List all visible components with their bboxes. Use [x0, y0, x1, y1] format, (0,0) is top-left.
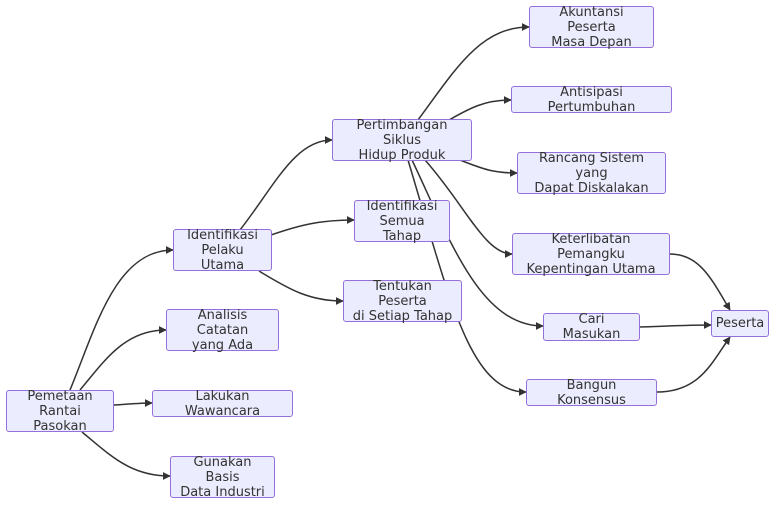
node-label-line: Rancang Sistem yang	[538, 150, 645, 181]
node-label-line: Hidup Produk	[358, 147, 446, 163]
node-gunakan-basis-data[interactable]: Gunakan Basis Data Industri	[170, 454, 275, 500]
node-label-line: Cari Masukan	[562, 312, 621, 342]
node-label-line: Analisis Catatan	[196, 307, 249, 338]
node-identifikasi-semua-tahap[interactable]: Identifikasi Semua Tahap	[354, 198, 450, 244]
node-label-line: Masa Depan	[551, 34, 632, 50]
edge-pertimbangan-akuntansi	[417, 23, 530, 121]
node-pertimbangan-siklus[interactable]: Pertimbangan Siklus Hidup Produk	[332, 117, 472, 163]
node-identifikasi-pelaku-utama[interactable]: Identifikasi Pelaku Utama	[173, 227, 272, 273]
node-label-line: Identifikasi	[187, 227, 258, 243]
node-rancang-sistem[interactable]: Rancang Sistem yang Dapat Diskalakan	[517, 150, 666, 196]
edge-keterlibatan-peserta	[669, 253, 731, 311]
node-label-line: Tentukan Peserta	[373, 278, 432, 309]
edge-pertimbangan-keterlibatan	[424, 159, 513, 258]
node-label-line: Gunakan Basis	[193, 454, 252, 485]
edge-pemetaan-lakukan-wawancara	[113, 399, 153, 408]
edge-pertimbangan-rancang	[459, 159, 518, 177]
node-label-line: Pemetaan	[27, 388, 93, 404]
node-label-line: Peserta	[715, 316, 765, 331]
node-label-line: Keterlibatan Pemangku	[551, 231, 631, 262]
node-label-line: Dapat Diskalakan	[534, 180, 649, 196]
node-label-line: Kepentingan Utama	[526, 261, 656, 277]
node-lakukan-wawancara[interactable]: Lakukan Wawancara	[152, 388, 293, 419]
node-label-line: di Setiap Tahap	[352, 308, 453, 324]
node-akuntansi-peserta[interactable]: Akuntansi Peserta Masa Depan	[529, 4, 654, 50]
node-bangun-konsensus[interactable]: Bangun Konsensus	[526, 377, 657, 408]
node-label-line: Lakukan Wawancara	[184, 388, 261, 419]
node-analisis-catatan[interactable]: Analisis Catatan yang Ada	[166, 307, 279, 353]
node-label-line: Semua Tahap	[379, 213, 425, 244]
node-label-line: Antisipasi Pertumbuhan	[547, 84, 636, 115]
node-keterlibatan-pemangku[interactable]: Keterlibatan Pemangku Kepentingan Utama	[512, 231, 670, 277]
edge-pertimbangan-cari-masukan	[411, 159, 544, 330]
node-pemetaan-rantai-pasokan[interactable]: Pemetaan Rantai Pasokan	[6, 388, 114, 434]
edge-pertimbangan-antisipasi	[448, 96, 512, 121]
node-label-line: Bangun Konsensus	[557, 377, 626, 408]
node-label-line: Pertimbangan Siklus	[356, 117, 448, 148]
edge-pemetaan-identifikasi-pelaku	[69, 246, 174, 391]
node-label-line: Identifikasi	[366, 198, 438, 214]
edge-identifikasi-pelaku-tentukan-peserta	[258, 270, 344, 305]
node-label-line: Rantai Pasokan	[33, 403, 87, 434]
edge-pemetaan-gunakan-basis	[81, 431, 171, 480]
node-label-line: Pelaku Utama	[200, 242, 245, 273]
edge-bangun-konsensus-peserta	[656, 336, 731, 393]
edge-identifikasi-pelaku-pertimbangan-siklus	[239, 136, 333, 231]
edge-cari-masukan-peserta	[638, 321, 712, 330]
node-tentukan-peserta[interactable]: Tentukan Peserta di Setiap Tahap	[343, 278, 462, 324]
edge-pemetaan-analisis-catatan	[79, 326, 167, 391]
edge-identifikasi-pelaku-identifikasi-tahap	[270, 216, 355, 236]
node-cari-masukan[interactable]: Cari Masukan	[543, 312, 640, 342]
node-label-line: Akuntansi Peserta	[559, 4, 624, 35]
node-label-line: yang Ada	[191, 337, 254, 353]
node-peserta[interactable]: Peserta	[711, 310, 769, 337]
node-antisipasi-pertumbuhan[interactable]: Antisipasi Pertumbuhan	[511, 84, 672, 115]
edge-pertimbangan-bangun-konsensus	[407, 159, 527, 396]
node-label-line: Data Industri	[180, 484, 265, 500]
